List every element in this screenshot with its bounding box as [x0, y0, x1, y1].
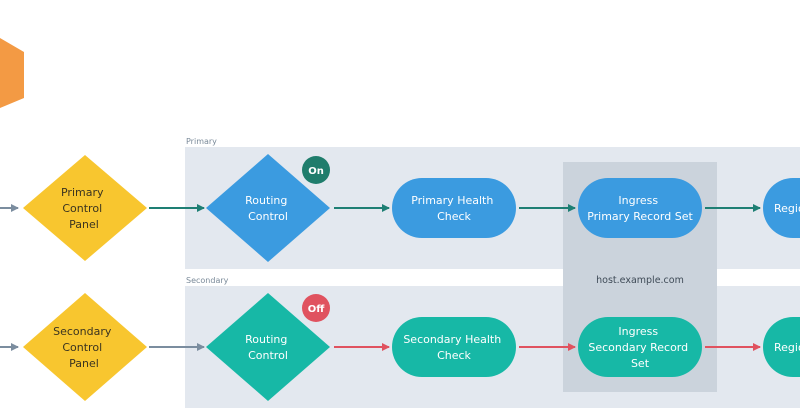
routing-on-badge[interactable] — [302, 156, 330, 184]
secondary-routing-control — [206, 293, 330, 401]
routing-on-label: On — [308, 166, 324, 177]
primary-region-label: Regio — [774, 202, 800, 215]
routing-off-badge[interactable] — [302, 294, 330, 322]
primary-routing-control — [206, 154, 330, 262]
primary-control-panel — [23, 155, 147, 261]
primary-record-set — [578, 178, 702, 238]
primary-region — [763, 178, 800, 238]
secondary-region — [763, 317, 800, 377]
hexagon-logo-icon — [0, 38, 24, 108]
primary-lane-label: Primary — [186, 137, 217, 146]
primary-control-panel-label: Primary Control Panel — [61, 186, 107, 231]
primary-health-check — [392, 178, 516, 238]
secondary-record-set-label: Ingress Secondary Record Set — [588, 325, 691, 370]
secondary-health-check-label: Secondary Health Check — [403, 333, 504, 362]
secondary-lane-label: Secondary — [186, 276, 229, 285]
secondary-region-label: Regio — [774, 341, 800, 354]
secondary-control-panel-label: Secondary Control Panel — [53, 325, 115, 370]
secondary-control-panel — [23, 293, 147, 401]
routing-off-label: Off — [308, 304, 326, 315]
primary-health-check-label: Primary Health Check — [411, 194, 497, 223]
primary-routing-control-label: Routing Control — [245, 194, 291, 223]
secondary-routing-control-label: Routing Control — [245, 333, 291, 362]
secondary-health-check — [392, 317, 516, 377]
primary-record-set-label: Ingress Primary Record Set — [587, 194, 693, 223]
secondary-record-set — [578, 317, 702, 377]
host-label: host.example.com — [596, 275, 684, 286]
